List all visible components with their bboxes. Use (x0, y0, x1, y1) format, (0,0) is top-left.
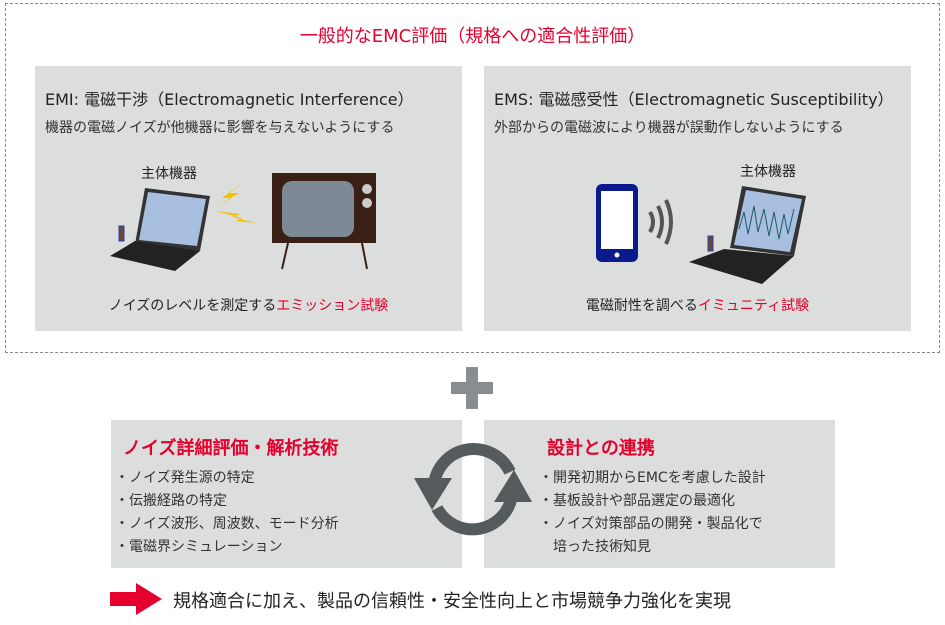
ems-panel: EMS: 電磁感受性（Electromagnetic Susceptibilit… (484, 66, 911, 331)
ems-description: 外部からの電磁波により機器が誤動作しないようにする (494, 120, 844, 136)
list-item-continuation: 培った技術知見 (553, 539, 651, 555)
list-item: ノイズ対策部品の開発・製品化で (539, 513, 766, 536)
emi-description: 機器の電磁ノイズが他機器に影響を与えないようにする (45, 120, 395, 136)
analysis-list: ノイズ発生源の特定 伝搬経路の特定 ノイズ波形、周波数、モード分析 電磁界シミュ… (115, 467, 339, 559)
list-item: 伝搬経路の特定 (115, 490, 339, 513)
laptop-icon (689, 186, 806, 284)
analysis-title: ノイズ詳細評価・解析技術 (123, 438, 339, 459)
list-item: 基板設計や部品選定の最適化 (539, 490, 766, 513)
emc-evaluation-frame (5, 3, 940, 353)
list-item: ノイズ波形、周波数、モード分析 (115, 513, 339, 536)
design-title: 設計との連携 (547, 438, 655, 459)
conclusion-text: 規格適合に加え、製品の信頼性・安全性向上と市場競争力強化を実現 (173, 591, 731, 612)
design-panel: 設計との連携 開発初期からEMCを考慮した設計 基板設計や部品選定の最適化 ノイ… (484, 420, 835, 568)
list-item: ノイズ発生源の特定 (115, 467, 339, 490)
smartphone-icon (596, 184, 673, 262)
emi-caption-text: ノイズのレベルを測定する (108, 298, 277, 314)
laptop-icon (110, 188, 210, 271)
lightning-icon (215, 181, 257, 223)
television-icon (272, 173, 376, 270)
list-item: 開発初期からEMCを考慮した設計 (539, 467, 766, 490)
ems-heading: EMS: 電磁感受性（Electromagnetic Susceptibilit… (494, 90, 894, 109)
analysis-panel: ノイズ詳細評価・解析技術 ノイズ発生源の特定 伝搬経路の特定 ノイズ波形、周波数… (111, 420, 462, 568)
list-item: 電磁界シミュレーション (115, 536, 339, 559)
emission-test-label: エミッション試験 (276, 298, 389, 314)
red-arrow-icon (110, 583, 162, 615)
emi-device-label: 主体機器 (141, 166, 197, 182)
emi-caption: ノイズのレベルを測定するエミッション試験 (35, 295, 462, 315)
design-list: 開発初期からEMCを考慮した設計 基板設計や部品選定の最適化 ノイズ対策部品の開… (539, 467, 766, 559)
immunity-test-label: イミュニティ試験 (697, 298, 810, 314)
cycle-arrows-icon (414, 443, 532, 536)
section-title: 一般的なEMC評価（規格への適合性評価） (299, 26, 646, 47)
ems-caption: 電磁耐性を調べるイミュニティ試験 (484, 295, 911, 315)
emi-heading: EMI: 電磁干渉（Electromagnetic Interference） (45, 90, 414, 109)
emi-panel: EMI: 電磁干渉（Electromagnetic Interference） … (35, 66, 462, 331)
ems-device-label: 主体機器 (740, 164, 796, 180)
ems-caption-text: 電磁耐性を調べる (585, 298, 698, 314)
plus-icon (451, 367, 493, 409)
